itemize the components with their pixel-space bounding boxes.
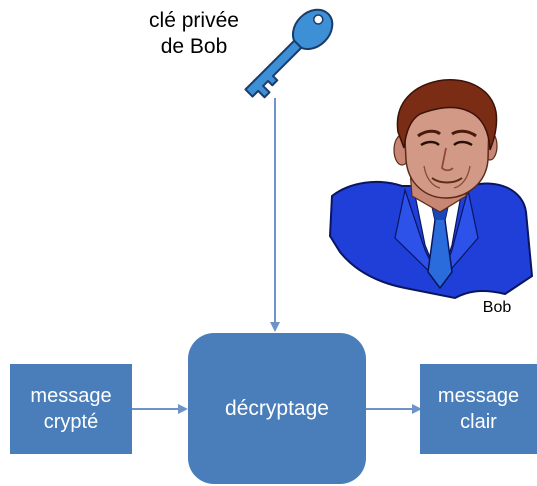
input-message-label: message crypté [30, 385, 112, 433]
bob-label: Bob [482, 299, 512, 316]
decryption-box: décryptage [188, 333, 366, 484]
decryption-label: décryptage [225, 396, 329, 420]
output-message-label: message clair [437, 385, 520, 433]
input-message-box: message crypté [10, 364, 132, 454]
key-label: clé privée de Bob [149, 9, 239, 59]
output-message-box: message clair [420, 364, 537, 454]
